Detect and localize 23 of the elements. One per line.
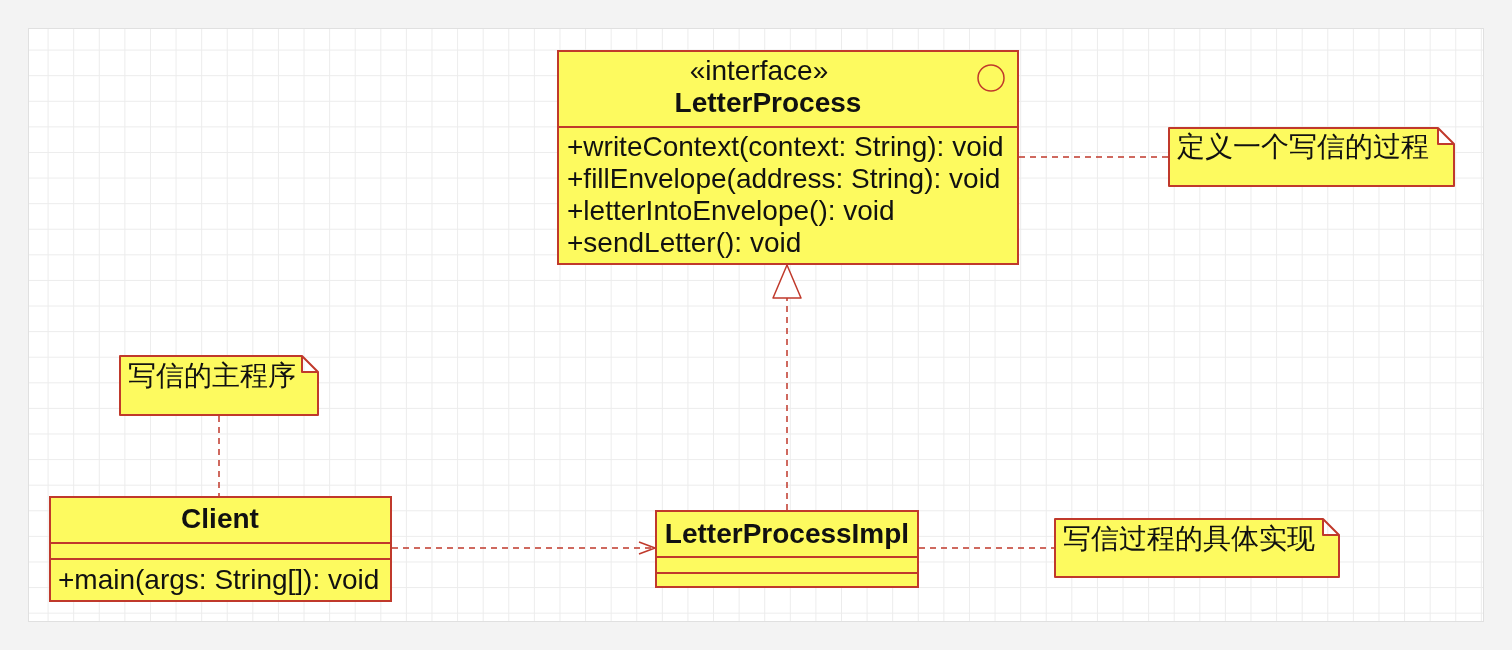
class-box	[557, 50, 1019, 265]
dashed-line	[1018, 156, 1169, 158]
note-box	[119, 355, 319, 416]
dashed-line	[218, 415, 220, 497]
class-box	[49, 496, 392, 602]
note-box	[1054, 518, 1340, 578]
stereotype-label: «interface»	[689, 55, 829, 87]
dashed-line	[918, 547, 1055, 549]
dashed-arrow	[772, 264, 802, 511]
note-text: 写信过程的具体实现	[1063, 523, 1315, 555]
method-text: +writeContext(context: String): void	[567, 131, 1004, 163]
class-box	[655, 510, 919, 588]
method-text: +main(args: String[]): void	[58, 564, 380, 596]
class-name: Client	[181, 503, 259, 535]
method-text: +letterIntoEnvelope(): void	[567, 195, 895, 227]
method-text: +fillEnvelope(address: String): void	[567, 163, 1001, 195]
dashed-arrow	[391, 541, 656, 555]
class-name: LetterProcessImpl	[664, 518, 910, 550]
note-text: 定义一个写信的过程	[1177, 131, 1429, 163]
class-name: LetterProcess	[674, 87, 862, 119]
method-text: +sendLetter(): void	[567, 227, 802, 259]
note-text: 写信的主程序	[128, 360, 296, 392]
note-box	[1168, 127, 1455, 187]
